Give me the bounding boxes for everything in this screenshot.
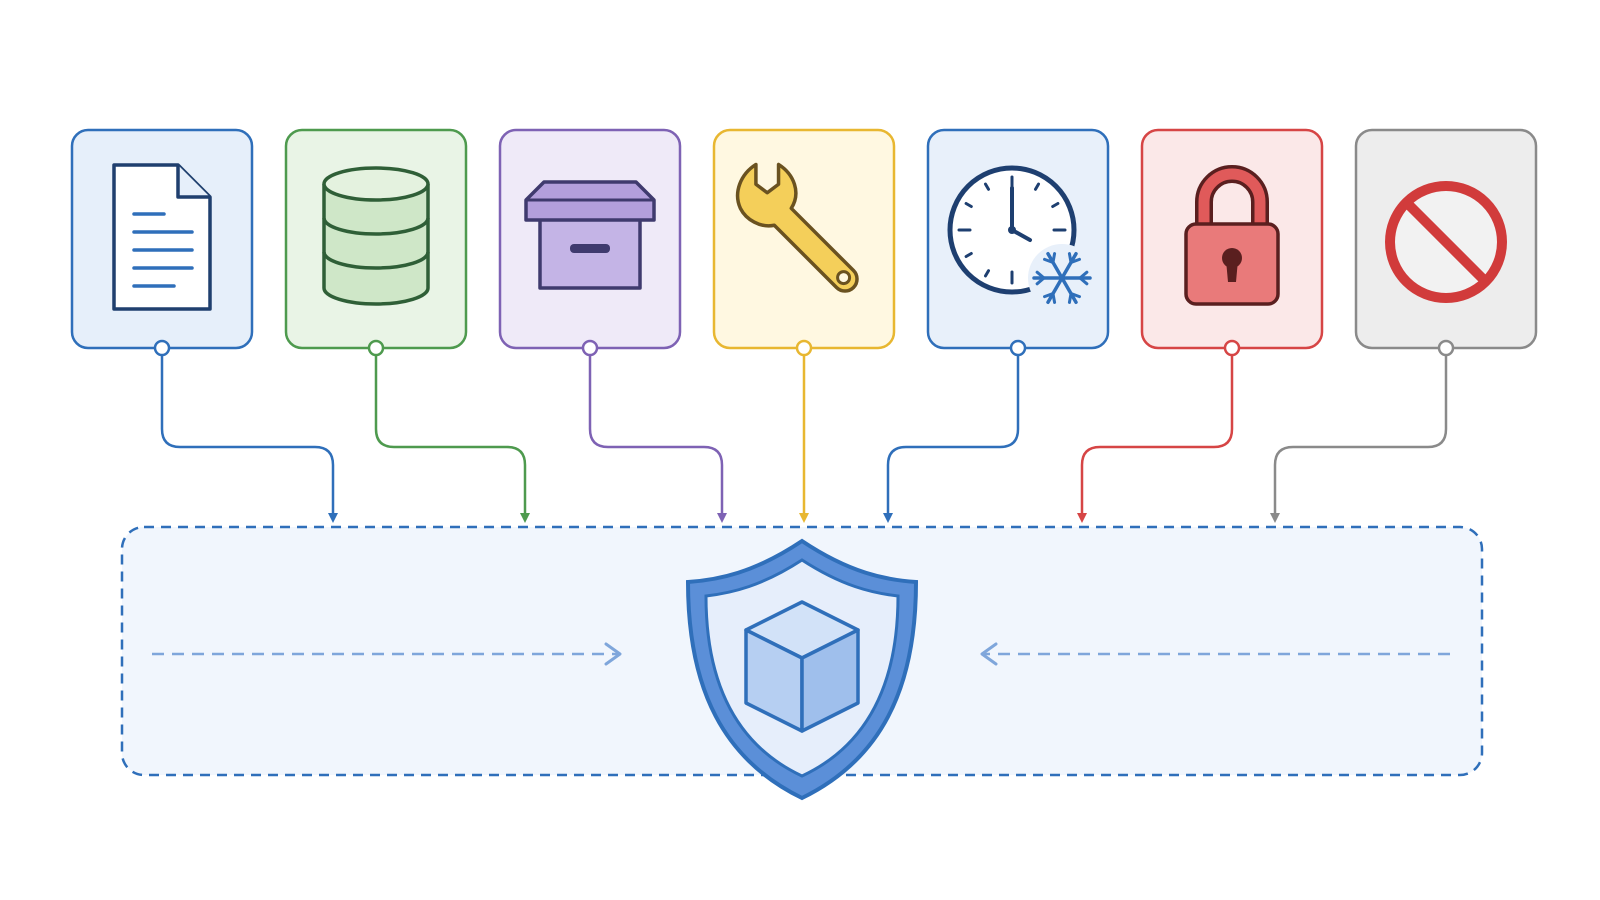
padlock-icon	[1184, 165, 1280, 306]
archive-box-icon	[524, 180, 656, 290]
connector-frozen-time	[883, 348, 1020, 523]
shield-cube-icon	[685, 538, 919, 801]
connector-blocked	[1270, 348, 1448, 523]
wrench-icon	[735, 162, 859, 293]
connector-document	[160, 348, 338, 523]
source-card-archive	[498, 128, 682, 357]
clock-snowflake-icon	[947, 165, 1096, 312]
cube-icon	[744, 600, 860, 733]
source-card-blocked	[1354, 128, 1538, 357]
inbound-arrow-right	[980, 642, 1450, 666]
connector-archive	[588, 348, 727, 523]
connector-port	[581, 339, 599, 357]
source-card-document	[70, 128, 254, 357]
connector-database	[374, 348, 530, 523]
connector-port	[1009, 339, 1027, 357]
connector-port	[1437, 339, 1455, 357]
source-card-frozen-time	[926, 128, 1110, 357]
source-card-locked	[1140, 128, 1324, 357]
connector-port	[153, 339, 171, 357]
source-cards	[70, 128, 1538, 357]
connector-port	[795, 339, 813, 357]
inbound-arrow-left	[152, 642, 622, 666]
connectors	[160, 348, 1448, 523]
database-icon	[322, 166, 430, 306]
document-icon	[112, 163, 212, 311]
connector-locked	[1077, 348, 1234, 523]
prohibited-icon	[1385, 181, 1507, 303]
connector-port	[367, 339, 385, 357]
source-card-maintenance	[712, 128, 896, 357]
protected-zone	[120, 525, 1484, 801]
connector-port	[1223, 339, 1241, 357]
source-card-database	[284, 128, 468, 357]
